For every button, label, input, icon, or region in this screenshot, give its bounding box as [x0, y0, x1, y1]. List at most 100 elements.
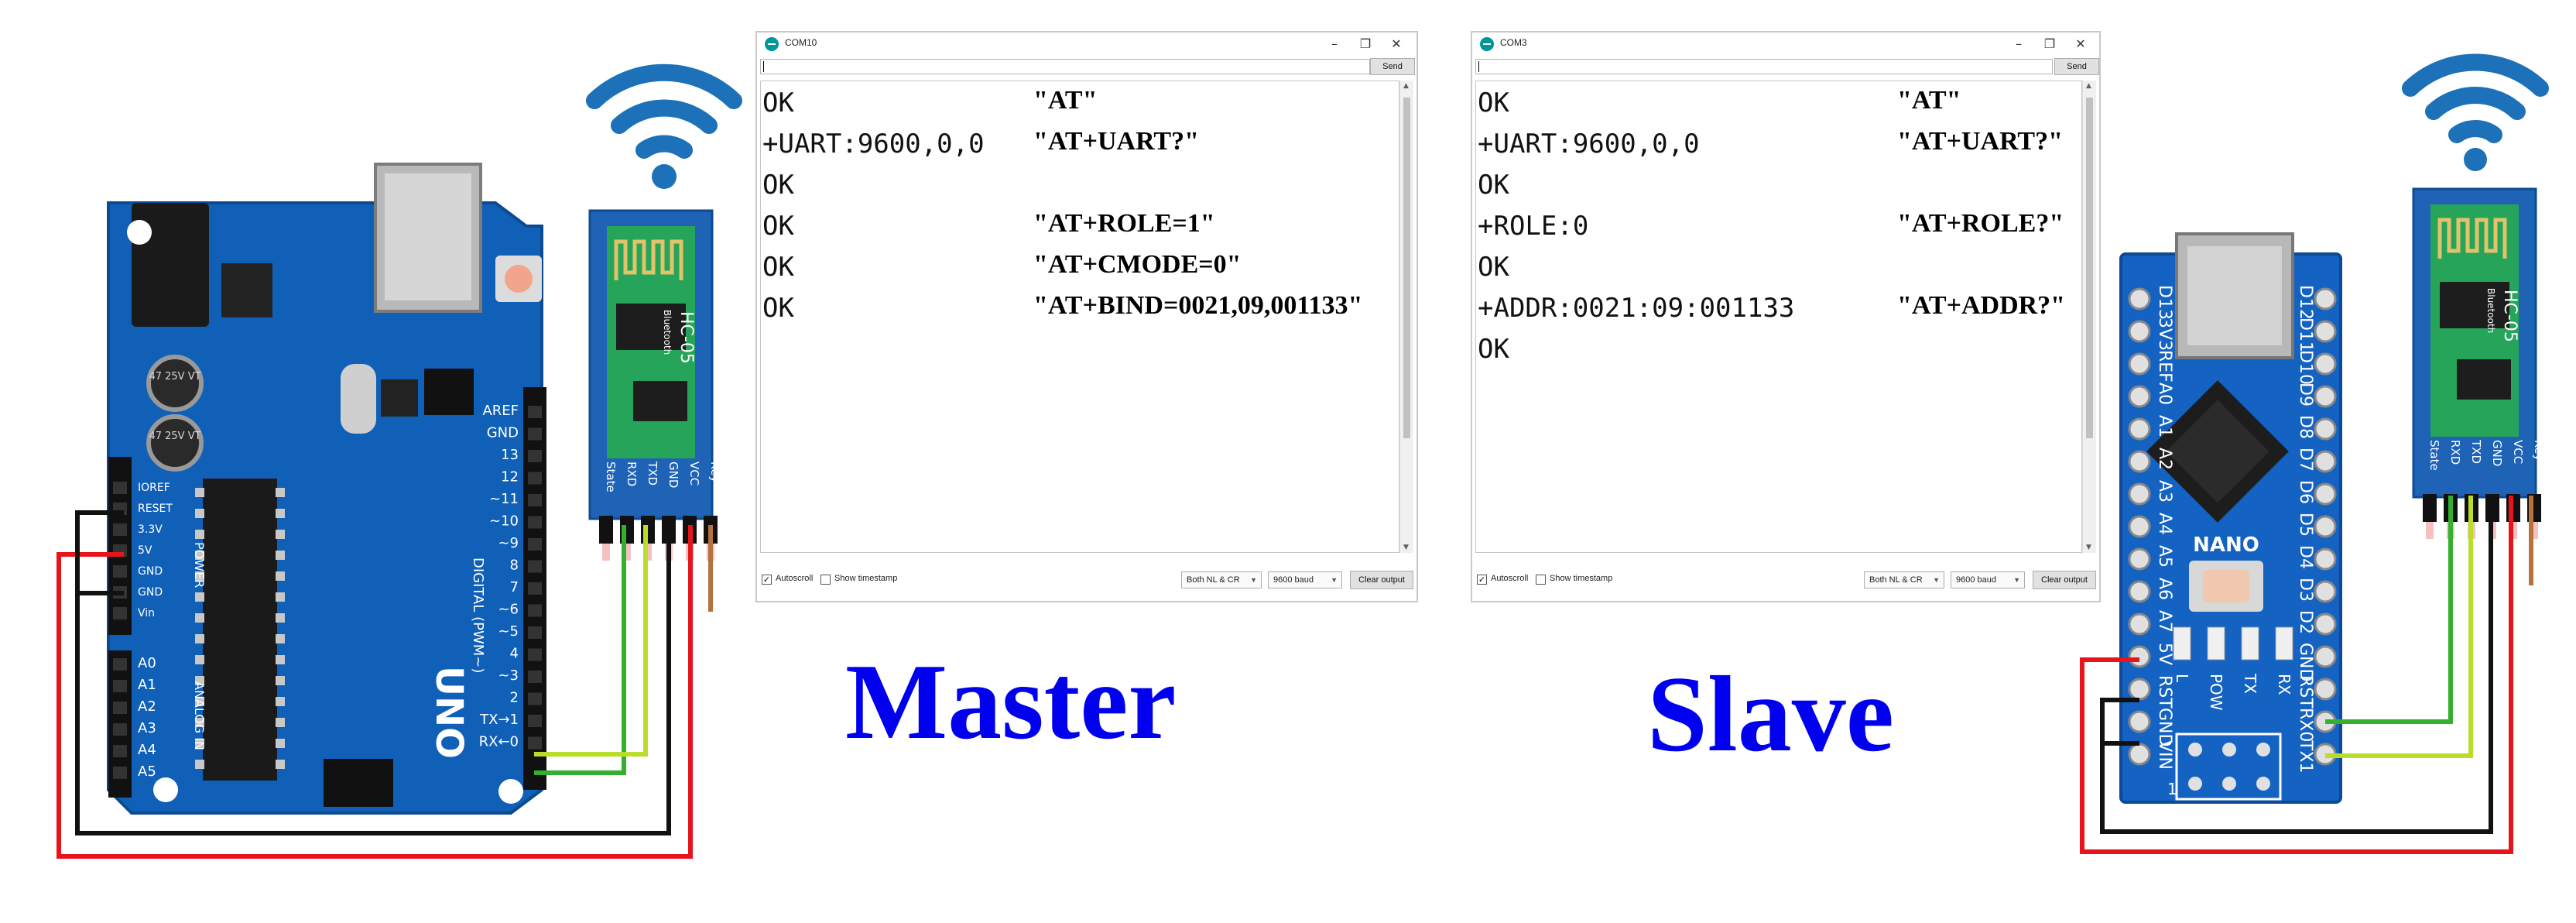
slave-wiring [2080, 496, 2533, 854]
pin-label: D3 [2296, 578, 2315, 602]
nano-pin [2128, 515, 2151, 538]
capacitor-1-label: 47 25V VT [149, 371, 200, 383]
header-socket [528, 604, 542, 617]
flash-chip [2457, 359, 2511, 400]
bt-chip [616, 304, 686, 350]
arduino-uno-board: 47 25V VT 47 25V VT UNO POWER ANALOG [107, 163, 546, 815]
arduino-app-icon [1480, 37, 1494, 51]
at-command-note: "AT+ADDR?" [1897, 291, 2066, 320]
pin-label: Vin [138, 607, 155, 619]
arduino-app-icon [765, 37, 779, 51]
chevron-down-icon: ▼ [2013, 576, 2020, 584]
header-socket [528, 494, 542, 506]
led-label: L [2173, 674, 2191, 683]
bt-chip [2440, 282, 2509, 328]
output-response: +UART:9600,0,0 [762, 129, 985, 160]
autoscroll-label: Autoscroll [776, 574, 814, 583]
pin-label: A4 [138, 742, 156, 758]
restore-icon[interactable]: ❐ [2043, 36, 2056, 51]
header-socket [113, 658, 127, 671]
hc05-pin [623, 544, 631, 561]
pin-label: A0 [2155, 383, 2174, 405]
pin-label: D11 [2296, 317, 2315, 352]
icsp-header-top [424, 369, 474, 415]
timestamp-checkbox[interactable] [820, 575, 831, 585]
hc05-pin-label: GND [666, 462, 680, 488]
header-socket [113, 702, 127, 714]
nano-pin [2314, 385, 2337, 408]
chip-pin [195, 676, 204, 685]
header-socket [113, 723, 127, 736]
output-response: OK [762, 170, 794, 201]
serial-output[interactable]: OK"AT"+UART:9600,0,0"AT+UART?"OK+ROLE:0"… [1475, 81, 2082, 553]
nano-pin [2314, 547, 2337, 571]
timestamp-checkbox[interactable] [1536, 575, 1546, 585]
line-ending-select[interactable]: Both NL & CR▼ [1181, 571, 1262, 588]
scrollbar[interactable]: ▲▼ [2082, 81, 2096, 553]
nano-icsp [2175, 733, 2282, 801]
baud-select[interactable]: 9600 baud▼ [1268, 571, 1342, 588]
header-socket [528, 648, 542, 661]
pin-label: A1 [2155, 415, 2174, 437]
nano-pin [2314, 678, 2337, 701]
led-label: POW [2207, 674, 2225, 711]
line-ending-value: Both NL & CR [1869, 575, 1923, 585]
close-icon[interactable]: ✕ [1391, 36, 1402, 51]
chip-pin [195, 488, 204, 497]
minimize-icon[interactable]: – [1331, 36, 1338, 51]
autoscroll-checkbox[interactable]: ✓ [1477, 575, 1487, 585]
line-ending-select[interactable]: Both NL & CR▼ [1864, 571, 1944, 588]
clear-output-button[interactable]: Clear output [1350, 571, 1413, 589]
clear-output-button[interactable]: Clear output [2033, 571, 2096, 589]
text-caret [1478, 61, 1479, 72]
baud-select[interactable]: 9600 baud▼ [1951, 571, 2025, 588]
hc05-pin [2426, 522, 2434, 539]
chip-pin [276, 613, 285, 623]
hc05-pin-label: Key [708, 462, 722, 482]
smd-led [2207, 626, 2225, 661]
output-response: OK [762, 293, 794, 324]
icsp-pin [2256, 743, 2270, 757]
wire-tx-green [2325, 496, 2453, 724]
serial-monitor-master: COM10 – ❐ ✕ Send OK"AT"+UART:9600,0,0"AT… [755, 31, 1418, 602]
restore-icon[interactable]: ❐ [1359, 36, 1372, 51]
pin-label: RESET [138, 503, 173, 515]
icsp-pin [2188, 777, 2202, 791]
close-icon[interactable]: ✕ [2075, 36, 2086, 51]
wire-gnd-black [75, 510, 671, 836]
header-socket [113, 482, 127, 494]
chip-pin [276, 697, 285, 706]
send-input[interactable] [760, 59, 1370, 74]
header-socket [113, 680, 127, 692]
wire-5v-red [57, 525, 693, 859]
chip-pin [276, 739, 285, 748]
hc05-pin-label: TXD [646, 461, 659, 486]
autoscroll-checkbox[interactable]: ✓ [762, 575, 772, 585]
pin-label: D8 [2296, 415, 2315, 439]
scrollbar[interactable]: ▲▼ [1399, 81, 1413, 553]
send-input[interactable] [1475, 59, 2053, 74]
pin-label: D5 [2296, 513, 2315, 537]
nano-pin [2128, 352, 2151, 376]
hc05-sub-label: Bluetooth [2485, 288, 2496, 333]
icsp-header-bottom [324, 759, 393, 807]
send-button[interactable]: Send [1370, 58, 1415, 75]
wire-tx-green [534, 525, 626, 775]
chip-pin [195, 739, 204, 748]
send-button[interactable]: Send [2054, 58, 2099, 75]
minimize-icon[interactable]: – [2016, 36, 2022, 51]
nano-pin [2314, 612, 2337, 636]
header-socket [528, 472, 542, 485]
output-response: OK [762, 211, 794, 242]
output-response: OK [762, 87, 794, 118]
window-title: COM3 [1500, 37, 1527, 48]
pin-label: RX0 [2296, 708, 2315, 742]
pin-label: 5V [138, 544, 152, 557]
nano-pin1-label: 1 [2167, 780, 2177, 798]
chip-pin [276, 571, 285, 581]
pin-label: A3 [2155, 480, 2174, 503]
